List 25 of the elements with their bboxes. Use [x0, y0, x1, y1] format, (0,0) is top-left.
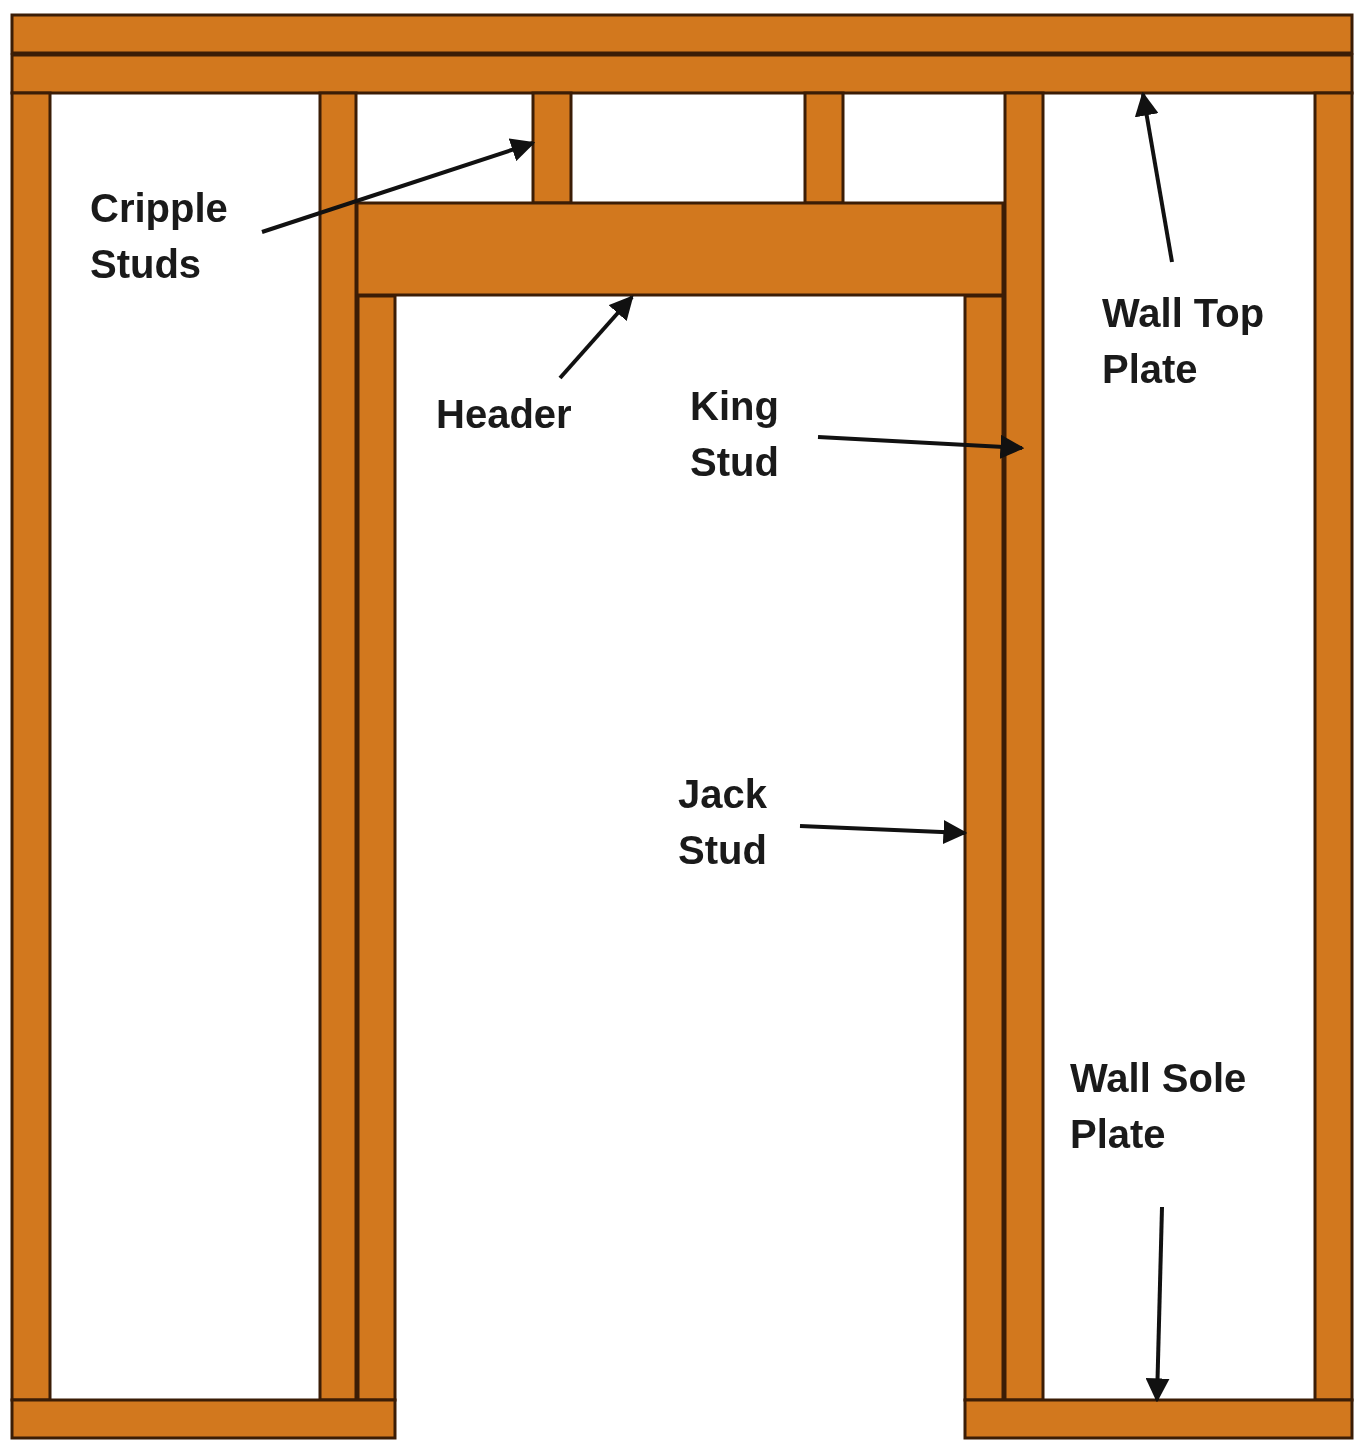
leader-line — [817, 434, 1025, 459]
cripple-stud — [803, 91, 845, 205]
stud — [1313, 91, 1354, 1402]
leader-line — [558, 295, 634, 380]
sole-plate — [10, 1398, 397, 1440]
stud — [318, 91, 358, 1402]
leader-line — [1145, 1206, 1170, 1403]
leader-line — [1134, 91, 1174, 263]
leader-line — [799, 820, 968, 845]
part-label: King Stud — [690, 378, 810, 490]
part-label: Wall Top Plate — [1102, 285, 1312, 397]
stud — [10, 91, 52, 1402]
cripple-stud — [531, 91, 573, 205]
king-stud — [1003, 91, 1045, 1402]
top-plate — [10, 53, 1354, 95]
leader-line — [261, 138, 536, 234]
jack-stud — [356, 294, 397, 1402]
part-label: Cripple Studs — [90, 180, 270, 292]
part-label: Wall Sole Plate — [1070, 1050, 1310, 1162]
header-beam — [355, 201, 1005, 297]
sole-plate — [963, 1398, 1354, 1440]
top-plate — [10, 13, 1354, 55]
part-label: Header — [436, 386, 606, 442]
part-label: Jack Stud — [678, 766, 798, 878]
jack-stud — [963, 294, 1005, 1402]
